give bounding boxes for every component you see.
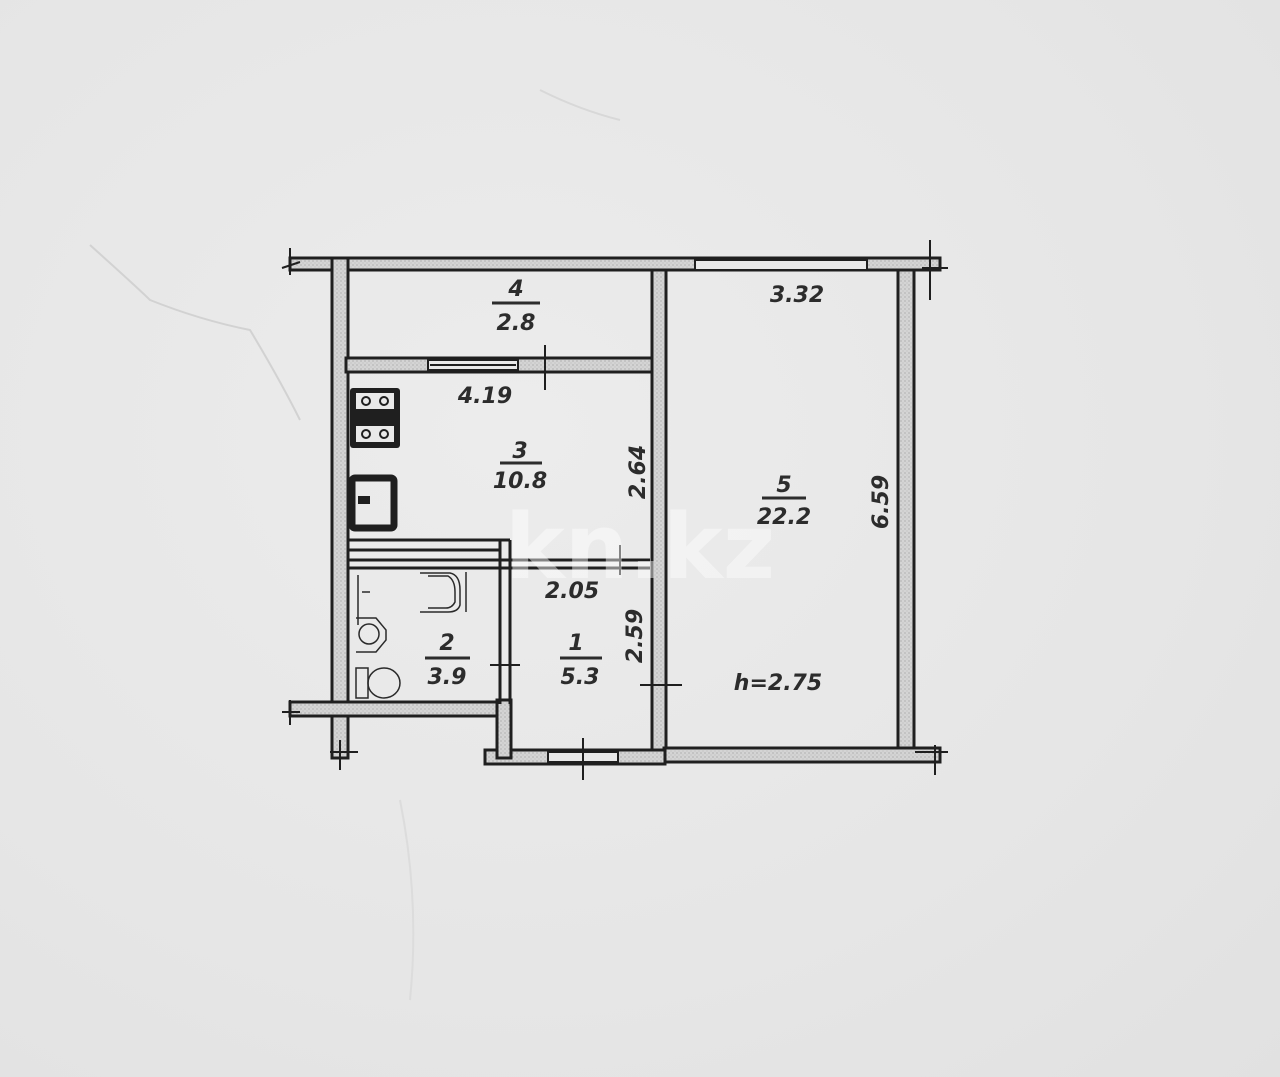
svg-text:10.8: 10.8	[493, 469, 547, 494]
sink-icon	[348, 474, 398, 532]
toilet-icon	[355, 667, 401, 699]
watermark: kn.kz	[505, 495, 775, 600]
ceiling-height: h=2.75	[734, 671, 822, 696]
dim-living-length: 6.59	[869, 475, 894, 529]
washbasin-icon	[356, 617, 387, 653]
svg-text:3: 3	[512, 439, 527, 464]
svg-text:22.2: 22.2	[757, 505, 811, 530]
svg-text:5.3: 5.3	[561, 665, 600, 690]
bathtub-icon	[357, 572, 467, 625]
room-5-label: 5 22.2	[757, 473, 811, 530]
dim-kitchen-depth: 2.64	[626, 445, 651, 499]
svg-text:3.9: 3.9	[428, 665, 467, 690]
room-2-label: 2 5.3 3.9	[425, 631, 470, 690]
svg-text:4: 4	[507, 277, 523, 302]
svg-text:2.8: 2.8	[497, 311, 536, 336]
svg-text:5: 5	[776, 473, 791, 498]
room-3-label: 3 10.8	[493, 439, 547, 494]
room-4-label: 4 2.8	[492, 277, 540, 336]
svg-text:1: 1	[568, 631, 583, 656]
dim-hall-depth: 2.59	[623, 609, 648, 663]
walls	[288, 256, 942, 766]
svg-text:2: 2	[439, 631, 454, 656]
dim-hall-width: 2.05	[545, 579, 599, 604]
dim-living-width: 3.32	[770, 283, 824, 308]
dim-kitchen-width: 4.19	[457, 384, 512, 409]
stove-icon	[350, 388, 400, 448]
room-1-label: 1 5.3	[560, 631, 602, 690]
